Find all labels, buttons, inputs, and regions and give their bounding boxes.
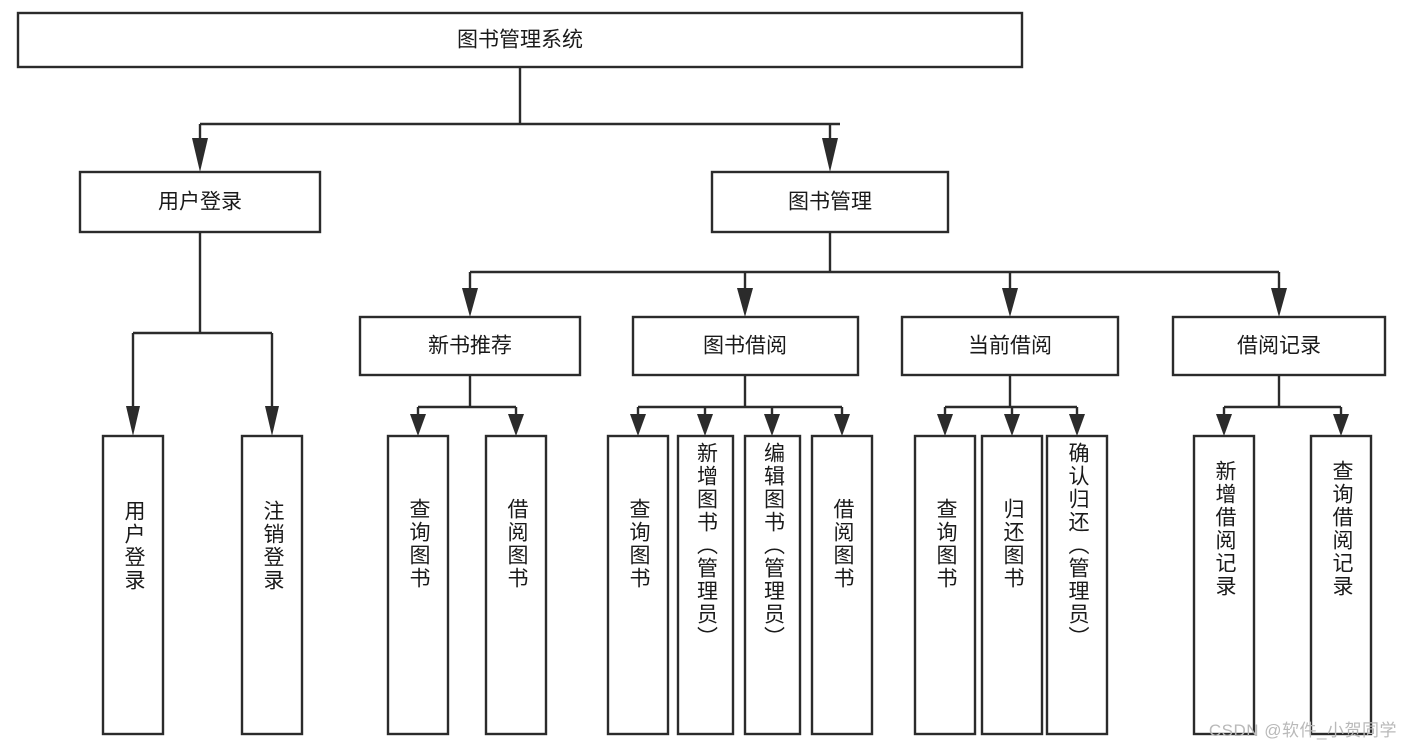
arrowhead-to-borrow-record bbox=[1271, 288, 1287, 317]
arrowhead-to-book-borrow bbox=[737, 288, 753, 317]
node-user-login-label: 用户登录 bbox=[158, 191, 242, 214]
arrowhead-to-new-book bbox=[462, 288, 478, 317]
node-current-borrow-label: 当前借阅 bbox=[968, 335, 1052, 358]
leaf-box-borrow-books-bb[interactable] bbox=[810, 434, 874, 736]
arrowhead-leaf-11 bbox=[1069, 414, 1085, 436]
arrowhead-leaf-2 bbox=[265, 406, 279, 436]
arrowhead-leaf-5 bbox=[630, 414, 646, 436]
arrowhead-leaf-1 bbox=[126, 406, 140, 436]
leaf-box-logout[interactable] bbox=[240, 434, 304, 736]
node-root[interactable]: 图书管理系统 bbox=[16, 11, 1024, 69]
node-borrow-record-box[interactable] bbox=[1171, 315, 1387, 377]
leaf-box-add-borrow-record[interactable] bbox=[1192, 434, 1256, 736]
arrowhead-leaf-8 bbox=[834, 414, 850, 436]
arrowhead-leaf-4 bbox=[508, 414, 524, 436]
node-book-borrow-label: 图书借阅 bbox=[703, 335, 787, 358]
leaf-box-query-borrow-record[interactable] bbox=[1309, 434, 1373, 736]
leaf-box-add-book-admin[interactable] bbox=[676, 434, 735, 736]
leaf-box-return-books[interactable] bbox=[980, 434, 1044, 736]
leaf-box-group bbox=[101, 434, 1373, 736]
arrowhead-leaf-6 bbox=[697, 414, 713, 436]
leaf-box-borrow-books-new[interactable] bbox=[484, 434, 548, 736]
arrowhead-leaf-10 bbox=[1004, 414, 1020, 436]
node-user-login-box[interactable] bbox=[78, 170, 322, 234]
arrowhead-to-book-mgmt bbox=[822, 138, 838, 172]
node-current-borrow[interactable]: 当前借阅 bbox=[900, 315, 1120, 377]
leaf-box-confirm-return[interactable] bbox=[1045, 434, 1109, 736]
node-new-book-recommend-box[interactable] bbox=[358, 315, 582, 377]
leaf-box-query-books-bb[interactable] bbox=[606, 434, 670, 736]
node-book-management-label: 图书管理 bbox=[788, 191, 872, 214]
leaf-box-edit-book-admin[interactable] bbox=[743, 434, 802, 736]
node-book-management-box[interactable] bbox=[710, 170, 950, 234]
arrowhead-to-user-login bbox=[192, 138, 208, 172]
node-new-book-recommend[interactable]: 新书推荐 bbox=[358, 315, 582, 377]
connector-group bbox=[126, 67, 1349, 436]
node-root-label: 图书管理系统 bbox=[457, 29, 583, 52]
node-book-borrow[interactable]: 图书借阅 bbox=[631, 315, 860, 377]
arrowhead-leaf-3 bbox=[410, 414, 426, 436]
arrowhead-leaf-12 bbox=[1216, 414, 1232, 436]
node-book-management[interactable]: 图书管理 bbox=[710, 170, 950, 234]
node-new-book-recommend-label: 新书推荐 bbox=[428, 335, 512, 358]
leaf-box-user-login[interactable] bbox=[101, 434, 165, 736]
arrowhead-leaf-13 bbox=[1333, 414, 1349, 436]
arrowhead-leaf-9 bbox=[937, 414, 953, 436]
leaf-box-query-books-cb[interactable] bbox=[913, 434, 977, 736]
node-user-login[interactable]: 用户登录 bbox=[78, 170, 322, 234]
arrowhead-to-current-borrow bbox=[1002, 288, 1018, 317]
node-borrow-record[interactable]: 借阅记录 bbox=[1171, 315, 1387, 377]
arrowhead-leaf-7 bbox=[764, 414, 780, 436]
node-current-borrow-box[interactable] bbox=[900, 315, 1120, 377]
watermark-text: CSDN @软件_小贺同学 bbox=[1208, 721, 1397, 740]
leaf-box-query-books-new[interactable] bbox=[386, 434, 450, 736]
node-book-borrow-box[interactable] bbox=[631, 315, 860, 377]
node-root-box[interactable] bbox=[16, 11, 1024, 69]
node-borrow-record-label: 借阅记录 bbox=[1237, 335, 1321, 358]
